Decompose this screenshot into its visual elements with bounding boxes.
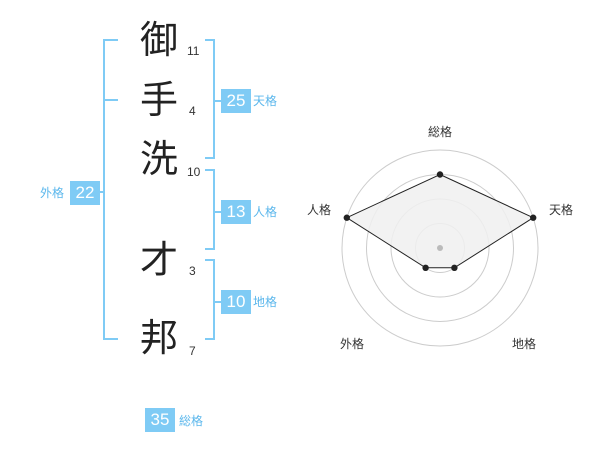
radar-point-3 [451,264,458,272]
radar-point-2 [530,214,537,221]
chikaku-label: 地格 [253,295,278,309]
radar-chart [341,149,539,347]
tenkaku-score: 25 [221,89,251,113]
name-char-3: 洗 [140,137,179,181]
jinkaku-bracket [205,169,215,250]
name-char-1: 御 [140,18,179,62]
soukaku-score: 35 [145,408,175,432]
radar-axis-label-jinkaku: 人格 [307,203,332,217]
tenkaku-label: 天格 [253,94,278,108]
chikaku-bracket [205,259,215,340]
stroke-count-1: 11 [187,44,200,58]
radar-axis-label-chikaku: 地格 [512,337,537,351]
name-char-2: 手 [140,78,179,122]
stroke-count-3: 10 [187,165,201,179]
gaikaku-label: 外格 [40,186,65,200]
radar-polygon [345,173,535,269]
radar-point-1 [436,171,444,178]
chikaku-score: 10 [221,290,251,314]
tenkaku-bracket [205,39,215,159]
radar-point-5 [343,214,350,221]
gaikaku-score: 22 [70,181,100,205]
radar-axis-label-soukaku: 総格 [428,125,453,139]
stroke-count-5: 7 [189,344,196,358]
name-char-5: 邦 [140,316,179,360]
gaikaku-bracket [103,39,118,340]
radar-center-dot [437,245,443,251]
radar-axis-label-gaikaku: 外格 [340,337,365,351]
stroke-count-4: 3 [189,264,196,278]
radar-grid-ring [341,149,539,347]
jinkaku-label: 人格 [253,205,278,219]
radar-point-4 [422,264,429,272]
name-char-4: 才 [140,238,179,282]
stroke-count-2: 4 [189,104,196,118]
soukaku-label: 総格 [179,414,204,428]
jinkaku-score: 13 [221,200,251,224]
radar-axis-label-tenkaku: 天格 [549,203,574,217]
